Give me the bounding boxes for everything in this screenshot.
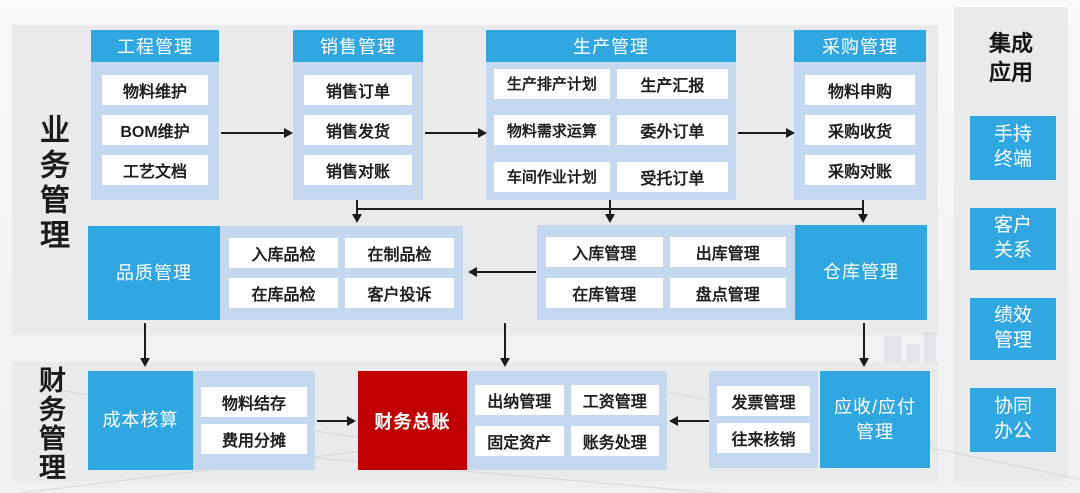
connector-production-drop [609,200,611,215]
arrowhead-left-icon [468,267,477,277]
module-item: 在库管理 [546,277,663,308]
sidebar-title: 集成 应用 [988,31,1033,85]
module-item: 受托订单 [616,161,728,192]
arrowhead-right-icon [284,128,293,138]
module-item: 出纳管理 [475,384,564,415]
quality-group: 入库品检 在制品检 在库品检 客户投诉 [220,226,463,320]
ar-ap-box: 应收/应付 管理 [820,371,930,468]
sidebar-item-handheld: 手持 终端 [970,116,1056,180]
arrowhead-down-icon [605,214,615,223]
sales-header: 销售管理 [293,30,423,62]
cashier-group: 出纳管理 工资管理 固定资产 账务处理 [467,371,667,470]
sidebar-item-performance: 绩效 管理 [970,298,1056,360]
module-item: 工资管理 [570,384,659,415]
sidebar-item-crm: 客户 关系 [970,208,1056,270]
module-item: 物料需求运算 [494,115,610,145]
purchasing-header: 采购管理 [794,30,926,62]
column-production: 生产管理 生产排产计划 生产汇报 物料需求运算 委外订单 车间作业计划 受托订单 [486,30,736,200]
module-item: 发票管理 [717,386,810,416]
module-item: 物料结存 [201,386,307,417]
module-item: 生产排产计划 [494,68,610,99]
production-header: 生产管理 [486,30,736,62]
decor-building [906,344,920,362]
module-item: 固定资产 [475,426,564,457]
arrowhead-down-icon [500,358,510,367]
arrowhead-down-icon [859,358,869,367]
module-item: 工艺文档 [102,155,208,185]
module-item: 采购收货 [805,115,915,145]
module-item: 车间作业计划 [494,161,610,192]
general-ledger-box: 财务总账 [358,371,467,470]
quality-box: 品质管理 [88,226,220,320]
warehouse-box: 仓库管理 [795,225,927,320]
finance-section-label: 财务管理 [35,366,65,482]
module-item: 盘点管理 [669,277,786,308]
cost-accounting-box: 成本核算 [88,371,193,470]
connector-purchasing-drop [862,200,864,215]
invoice-group: 发票管理 往来核销 [709,371,818,468]
arrow-cost-to-ledger [317,420,348,422]
warehouse-group: 入库管理 出库管理 在库管理 盘点管理 [537,225,795,320]
arrow-engineering-to-sales [221,132,285,134]
production-body: 生产排产计划 生产汇报 物料需求运算 委外订单 车间作业计划 受托订单 [486,62,736,200]
business-section-label: 业务管理 [35,114,68,254]
arrow-quality-to-cost [144,323,146,359]
module-item: 物料维护 [102,75,208,105]
arrow-warehouse-to-quality [477,271,536,273]
column-sales: 销售管理 销售订单 销售发货 销售对账 [293,30,423,200]
module-item: 物料申购 [805,75,915,105]
arrow-sales-to-production [425,132,479,134]
arrow-warehouse-to-arap [863,323,865,359]
module-item: 生产汇报 [616,68,728,99]
arrow-production-to-purchasing [738,132,787,134]
connector-sales-drop [356,200,358,215]
module-item: 费用分摊 [201,424,307,455]
module-item: 销售订单 [304,75,412,105]
decor-building [924,332,936,362]
arrowhead-right-icon [347,416,356,426]
arrow-invoice-to-cashier [677,420,709,422]
arrow-warehouse-to-cashier [504,323,506,359]
module-item: 在库品检 [229,278,338,308]
module-item: 销售对账 [304,155,412,185]
arrowhead-down-icon [352,214,362,223]
arrowhead-left-icon [669,416,678,426]
arrowhead-down-icon [140,358,150,367]
module-item: 往来核销 [717,423,810,453]
module-item: 账务处理 [570,426,659,457]
column-purchasing: 采购管理 物料申购 采购收货 采购对账 [794,30,926,200]
module-item: BOM维护 [102,115,208,145]
module-item: 在制品检 [345,238,454,268]
engineering-header: 工程管理 [91,30,219,62]
decor-building [884,336,902,362]
arrowhead-right-icon [786,128,795,138]
purchasing-body: 物料申购 采购收货 采购对账 [794,62,926,200]
module-item: 出库管理 [669,237,786,268]
column-engineering: 工程管理 物料维护 BOM维护 工艺文档 [91,30,219,200]
sales-body: 销售订单 销售发货 销售对账 [293,62,423,200]
module-item: 入库品检 [229,238,338,268]
module-item: 入库管理 [546,237,663,268]
engineering-body: 物料维护 BOM维护 工艺文档 [91,62,219,200]
cost-group: 物料结存 费用分摊 [193,371,315,470]
module-item: 委外订单 [616,115,728,145]
sidebar-item-oa: 协同 办公 [970,388,1056,452]
arrowhead-right-icon [478,128,487,138]
module-item: 销售发货 [304,115,412,145]
arrowhead-down-icon [858,214,868,223]
module-item: 客户投诉 [345,278,454,308]
module-item: 采购对账 [805,155,915,185]
